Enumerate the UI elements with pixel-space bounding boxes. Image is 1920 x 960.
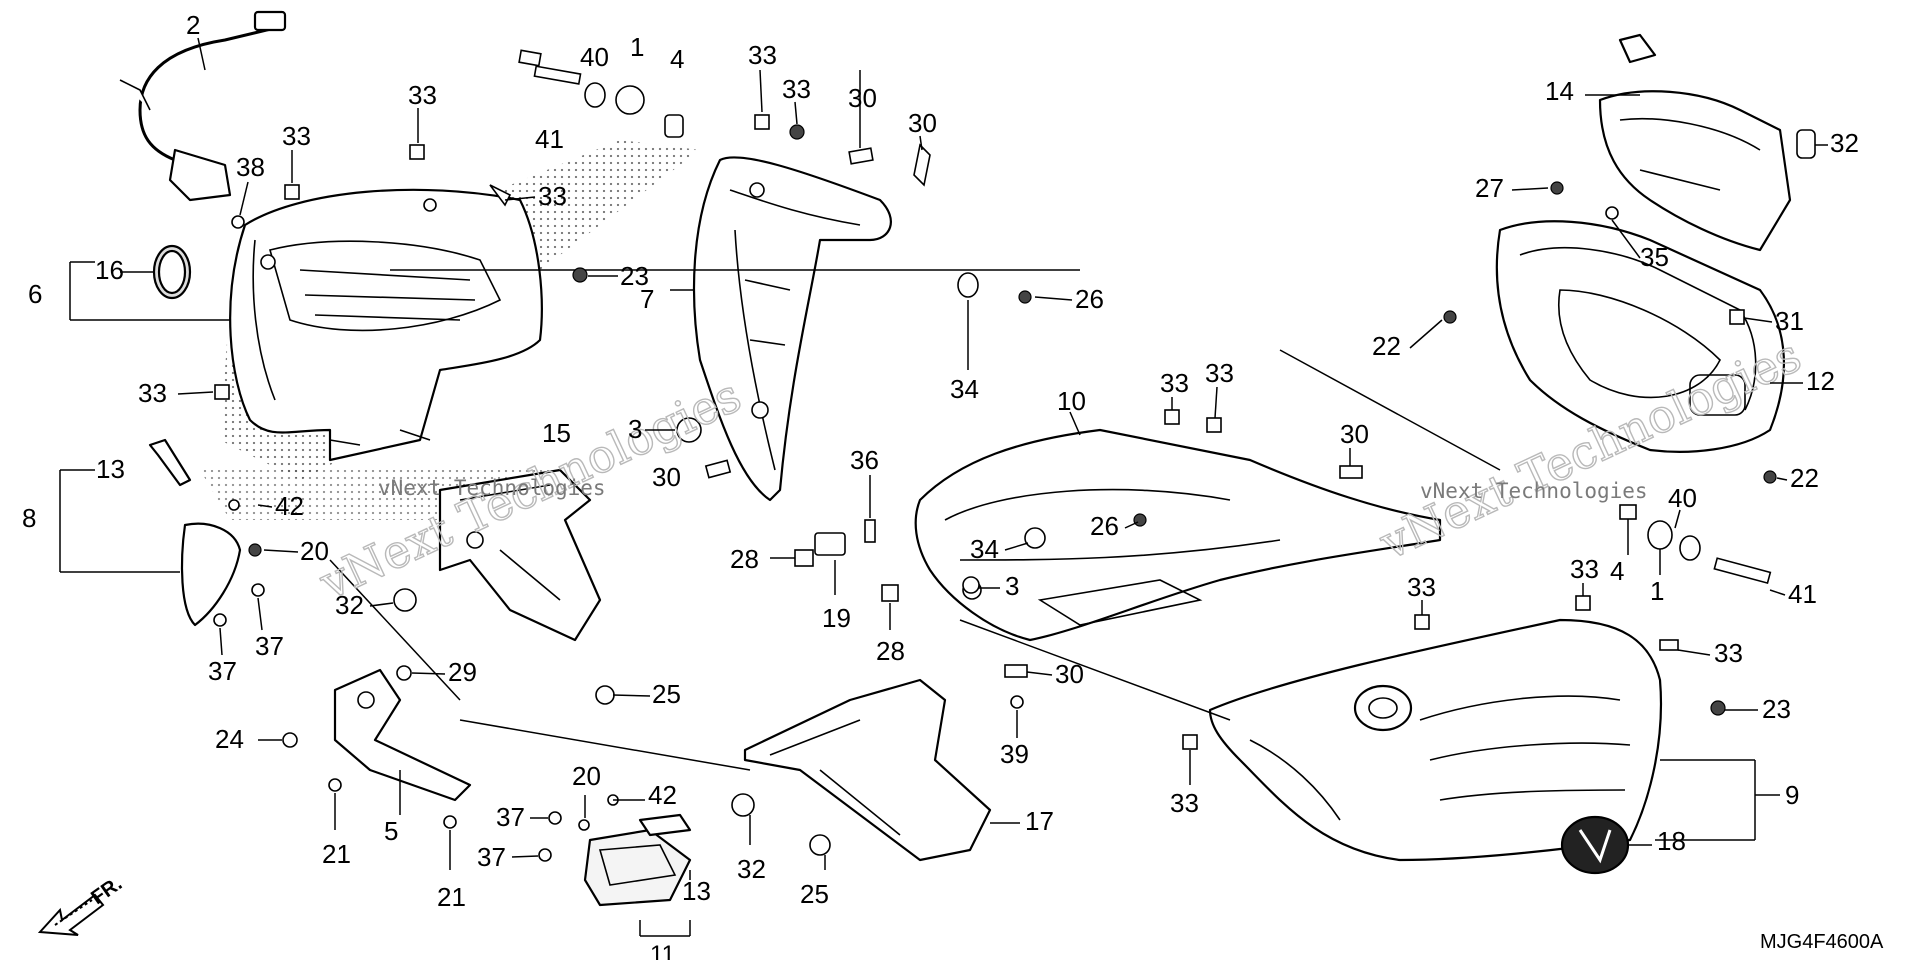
leader-lines [59, 37, 1780, 937]
callout-21: 21 [322, 839, 351, 869]
callout-37: 37 [477, 842, 506, 872]
callout-33: 33 [538, 181, 567, 211]
callout-36: 36 [850, 445, 879, 475]
callout-33: 33 [1205, 358, 1234, 388]
callout-34: 34 [950, 374, 979, 404]
reflector-part-11 [583, 813, 692, 907]
callout-37: 37 [208, 656, 237, 686]
callout-33: 33 [1407, 572, 1436, 602]
callout-labels: 2 40 1 4 41 33 33 33 33 38 33 16 6 23 33… [22, 10, 1859, 960]
callout-42: 42 [275, 491, 304, 521]
callout-3: 3 [1005, 571, 1019, 601]
callout-4: 4 [1610, 556, 1624, 586]
callout-25: 25 [800, 879, 829, 909]
callout-28: 28 [876, 636, 905, 666]
callout-28: 28 [730, 544, 759, 574]
callout-2: 2 [186, 10, 200, 40]
callout-1: 1 [630, 32, 644, 62]
callout-30: 30 [1055, 659, 1084, 689]
watermark-sub-right: vNext Technologies [1420, 479, 1648, 503]
callout-40: 40 [1668, 483, 1697, 513]
inner-cover-part-6 [229, 188, 543, 462]
callout-20: 20 [300, 536, 329, 566]
callout-14: 14 [1545, 76, 1574, 106]
callout-31: 31 [1775, 306, 1804, 336]
callout-10: 10 [1057, 386, 1086, 416]
callout-39: 39 [1000, 739, 1029, 769]
callout-26: 26 [1075, 284, 1104, 314]
callout-32: 32 [1830, 128, 1859, 158]
callout-22: 22 [1790, 463, 1819, 493]
upper-panel-part-14 [1598, 33, 1792, 252]
callout-23: 23 [620, 261, 649, 291]
callout-18: 18 [1657, 826, 1686, 856]
callout-42: 42 [648, 780, 677, 810]
callout-27: 27 [1475, 173, 1504, 203]
small-cover-part-8 [148, 438, 242, 627]
callout-25: 25 [652, 679, 681, 709]
meter-cover-part-12 [1495, 220, 1786, 453]
fasteners [119, 49, 1816, 862]
callout-22: 22 [1372, 331, 1401, 361]
callout-24: 24 [215, 724, 244, 754]
callout-33: 33 [1170, 788, 1199, 818]
diagram-code: MJG4F4600A [1760, 931, 1884, 953]
callout-41: 41 [1788, 579, 1817, 609]
bracket-part-15 [438, 468, 602, 642]
side-cover-part-9 [1208, 618, 1663, 862]
callout-35: 35 [1640, 242, 1669, 272]
callout-19: 19 [822, 603, 851, 633]
callout-34: 34 [970, 534, 999, 564]
callout-30: 30 [652, 462, 681, 492]
callout-33: 33 [782, 74, 811, 104]
callout-29: 29 [448, 657, 477, 687]
callout-26: 26 [1090, 511, 1119, 541]
callout-13: 13 [682, 876, 711, 906]
callout-33: 33 [138, 378, 167, 408]
lower-inner-bracket-part-17 [743, 678, 992, 862]
inner-cover-part-10 [914, 428, 1442, 642]
lower-bracket-part-5 [333, 668, 472, 802]
callout-7: 7 [640, 284, 654, 314]
front-direction-arrow: FR. [37, 873, 126, 936]
callout-40: 40 [580, 42, 609, 72]
callout-5: 5 [384, 816, 398, 846]
callout-4: 4 [670, 44, 684, 74]
callout-33: 33 [282, 121, 311, 151]
callout-30: 30 [908, 108, 937, 138]
callout-32: 32 [737, 854, 766, 884]
callout-leaders [177, 69, 1828, 880]
callout-6: 6 [28, 279, 42, 309]
callout-21: 21 [437, 882, 466, 912]
callout-33: 33 [1714, 638, 1743, 668]
callout-17: 17 [1025, 806, 1054, 836]
callout-33: 33 [1160, 368, 1189, 398]
callout-33: 33 [408, 80, 437, 110]
callout-37: 37 [255, 631, 284, 661]
callout-33: 33 [1570, 554, 1599, 584]
emblem-part-18 [1560, 815, 1630, 875]
callout-1: 1 [1650, 576, 1664, 606]
callout-12: 12 [1806, 366, 1835, 396]
callout-37: 37 [496, 802, 525, 832]
callout-13: 13 [96, 454, 125, 484]
callout-16: 16 [95, 255, 124, 285]
callout-41: 41 [535, 124, 564, 154]
watermark-sub-left: vNext Technologies [378, 476, 606, 500]
callout-11: 11 [650, 941, 675, 960]
inner-frame-part-7 [692, 156, 892, 502]
callout-9: 9 [1785, 780, 1799, 810]
callout-33: 33 [748, 40, 777, 70]
callout-38: 38 [236, 152, 265, 182]
callout-32: 32 [335, 590, 364, 620]
callout-8: 8 [22, 503, 36, 533]
callout-3: 3 [628, 414, 642, 444]
callout-30: 30 [1340, 419, 1369, 449]
callout-30: 30 [848, 83, 877, 113]
callout-23: 23 [1762, 694, 1791, 724]
callout-20: 20 [572, 761, 601, 791]
callout-15: 15 [542, 418, 571, 448]
